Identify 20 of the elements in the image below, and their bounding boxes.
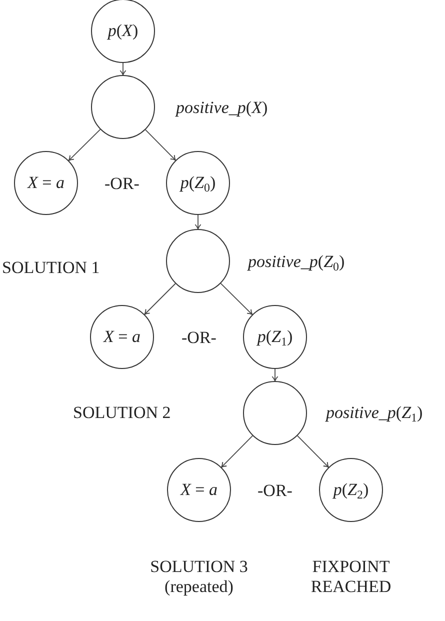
math-expression: p(Z$_{1}$) [257,328,293,346]
annotation-label: positive_p(X) [176,98,268,118]
math-expression: X = a [180,480,218,500]
circle-node [243,381,307,445]
math-expression: p(Z$_{2}$) [333,480,369,500]
math-expression: p(X) [108,22,138,40]
caption-label: SOLUTION 3 (repeated) [149,557,249,597]
circle-node [91,75,155,139]
annotation-label: positive_p(Z$_{0}$) [248,252,345,272]
caption-label: FIXPOINT REACHED [310,557,392,597]
math-expression: X = a [104,328,140,346]
or-label: -OR- [104,174,140,192]
math-expression: X = a [28,174,64,192]
annotation-label: positive_p(Z$_{1}$) [326,403,423,423]
math-expression: p(Z$_{0}$) [180,174,216,192]
or-label: -OR- [182,328,216,346]
or-label: -OR- [258,482,292,498]
circle-node [166,229,230,293]
caption-label: SOLUTION 1 [2,258,100,278]
caption-label: SOLUTION 2 [73,403,171,423]
